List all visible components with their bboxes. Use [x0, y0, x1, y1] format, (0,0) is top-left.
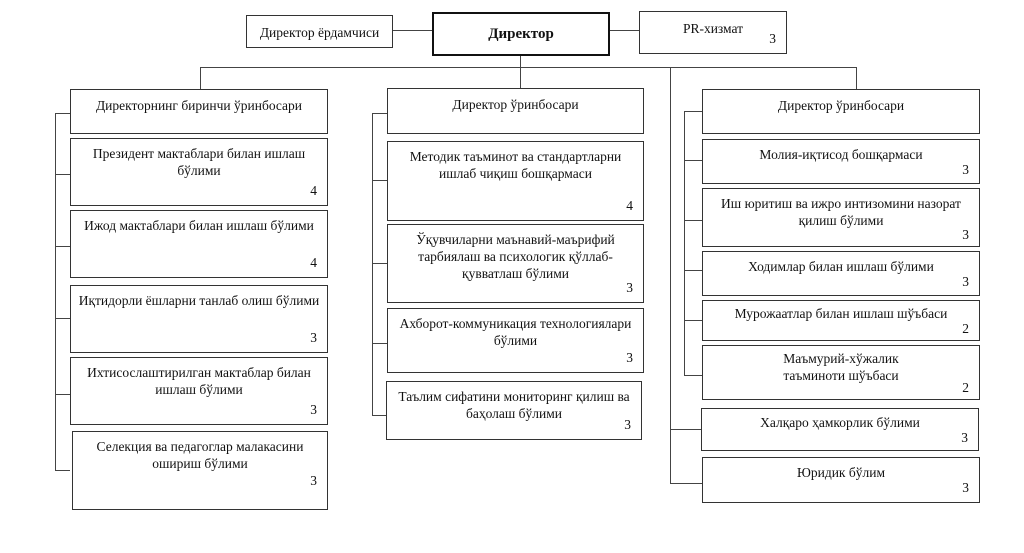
unit-label: Ижод мактаблари билан ишлаш бўлими — [84, 218, 314, 233]
connector-direct-1 — [670, 429, 702, 430]
connector-col3-unit — [684, 220, 702, 221]
unit-count: 3 — [624, 417, 631, 432]
unit-count: 3 — [310, 473, 317, 488]
unit-label: Иш юритиш ва ижро интизомини назорат қил… — [721, 196, 961, 228]
unit-count: 3 — [962, 274, 969, 289]
col2-unit-box: Ўқувчиларни маънавий-маърифий тарбиялаш … — [387, 224, 644, 303]
connector-director-down — [520, 55, 521, 88]
col3-unit-box: Маъмурий-хўжалик таъминоти шўъбаси 2 — [702, 345, 980, 400]
connector-col1-unit — [55, 318, 70, 319]
unit-count: 4 — [310, 183, 317, 198]
unit-count: 2 — [962, 321, 969, 336]
connector-col1-drop — [200, 67, 201, 89]
connector-assistant-director — [393, 30, 433, 31]
unit-label: Методик таъминот ва стандартларни ишлаб … — [409, 149, 622, 181]
connector-col1-unit — [55, 470, 70, 471]
connector-col2-unit — [372, 263, 387, 264]
connector-direct-trunk — [670, 67, 671, 483]
unit-count: 4 — [626, 198, 633, 213]
unit-label: Ихтисослаштирилган мактаблар билан ишлаш… — [87, 365, 311, 397]
col3-unit-box: Мурожаатлар билан ишлаш шўъбаси 2 — [702, 300, 980, 341]
unit-count: 2 — [962, 380, 969, 395]
col2-head-label: Директор ўринбосари — [452, 97, 579, 112]
unit-label: Молия-иқтисод бошқармаси — [759, 147, 923, 162]
unit-label: Иқтидорли ёшларни танлаб олиш бўлими — [78, 293, 320, 308]
unit-label: Ўқувчиларни маънавий-маърифий тарбиялаш … — [416, 232, 615, 281]
col1-head-label: Директорнинг биринчи ўринбосари — [95, 98, 303, 113]
col1-unit-box: Ихтисослаштирилган мактаблар билан ишлаш… — [70, 357, 328, 425]
direct-unit-box: Юридик бўлим 3 — [702, 457, 980, 503]
col2-unit-box: Методик таъминот ва стандартларни ишлаб … — [387, 141, 644, 221]
connector-col2-rail — [372, 113, 373, 415]
connector-col3-head — [684, 111, 702, 112]
unit-label: Таълим сифатини мониторинг қилиш ва баҳо… — [398, 389, 630, 421]
connector-col2-unit — [372, 180, 387, 181]
director-label: Директор — [488, 26, 554, 42]
connector-col3-unit — [684, 270, 702, 271]
connector-col1-unit — [55, 174, 70, 175]
director-box: Директор — [432, 12, 610, 56]
col1-unit-box: Иқтидорли ёшларни танлаб олиш бўлими 3 — [70, 285, 328, 353]
assistant-box: Директор ёрдамчиси — [246, 15, 393, 48]
direct-unit-box: Халқаро ҳамкорлик бўлими 3 — [701, 408, 979, 451]
col3-unit-box: Молия-иқтисод бошқармаси 3 — [702, 139, 980, 184]
unit-count: 4 — [310, 255, 317, 270]
col3-unit-box: Иш юритиш ва ижро интизомини назорат қил… — [702, 188, 980, 247]
connector-col1-unit — [55, 394, 70, 395]
unit-label: Халқаро ҳамкорлик бўлими — [760, 415, 920, 430]
col1-unit-box: Президент мактаблари билан ишлаш бўлими … — [70, 138, 328, 206]
connector-col3-rail — [684, 111, 685, 376]
assistant-label: Директор ёрдамчиси — [259, 25, 380, 40]
unit-label: Мурожаатлар билан ишлаш шўъбаси — [734, 306, 948, 321]
unit-label: Президент мактаблари билан ишлаш бўлими — [92, 146, 306, 178]
unit-label: Ахборот-коммуникация технологиялари бўли… — [399, 316, 632, 348]
unit-count: 3 — [962, 480, 969, 495]
connector-col1-rail — [55, 113, 56, 470]
connector-bus — [200, 67, 856, 68]
unit-count: 3 — [626, 280, 633, 295]
unit-count: 3 — [961, 430, 968, 445]
unit-label: Ходимлар билан ишлаш бўлими — [748, 259, 934, 274]
col2-unit-box: Таълим сифатини мониторинг қилиш ва баҳо… — [386, 381, 642, 440]
pr-count: 3 — [769, 31, 776, 46]
connector-direct-2 — [670, 483, 702, 484]
col2-head-box: Директор ўринбосари — [387, 88, 644, 134]
unit-count: 3 — [962, 162, 969, 177]
connector-col2-unit — [372, 415, 387, 416]
connector-col1-unit — [55, 246, 70, 247]
connector-col2-head — [372, 113, 387, 114]
pr-label: PR-хизмат — [682, 21, 744, 36]
col1-unit-box: Селекция ва педагоглар малакасини ошириш… — [72, 431, 328, 510]
unit-label: Юридик бўлим — [796, 465, 885, 480]
connector-col3-drop — [856, 67, 857, 89]
connector-director-pr — [610, 30, 640, 31]
connector-col3-unit — [684, 320, 702, 321]
unit-label: Селекция ва педагоглар малакасини ошириш… — [96, 439, 304, 471]
connector-col3-unit — [684, 375, 702, 376]
col3-unit-box: Ходимлар билан ишлаш бўлими 3 — [702, 251, 980, 296]
col1-head-box: Директорнинг биринчи ўринбосари — [70, 89, 328, 134]
unit-count: 3 — [962, 227, 969, 242]
unit-count: 3 — [626, 350, 633, 365]
unit-count: 3 — [310, 330, 317, 345]
unit-count: 3 — [310, 402, 317, 417]
connector-col2-unit — [372, 343, 387, 344]
connector-col3-unit — [684, 160, 702, 161]
connector-col1-head — [55, 113, 70, 114]
unit-label: Маъмурий-хўжалик таъминоти шўъбаси — [783, 351, 899, 383]
col3-head-label: Директор ўринбосари — [777, 98, 905, 113]
col3-head-box: Директор ўринбосари — [702, 89, 980, 134]
pr-box: PR-хизмат 3 — [639, 11, 787, 54]
col2-unit-box: Ахборот-коммуникация технологиялари бўли… — [387, 308, 644, 373]
col1-unit-box: Ижод мактаблари билан ишлаш бўлими 4 — [70, 210, 328, 278]
